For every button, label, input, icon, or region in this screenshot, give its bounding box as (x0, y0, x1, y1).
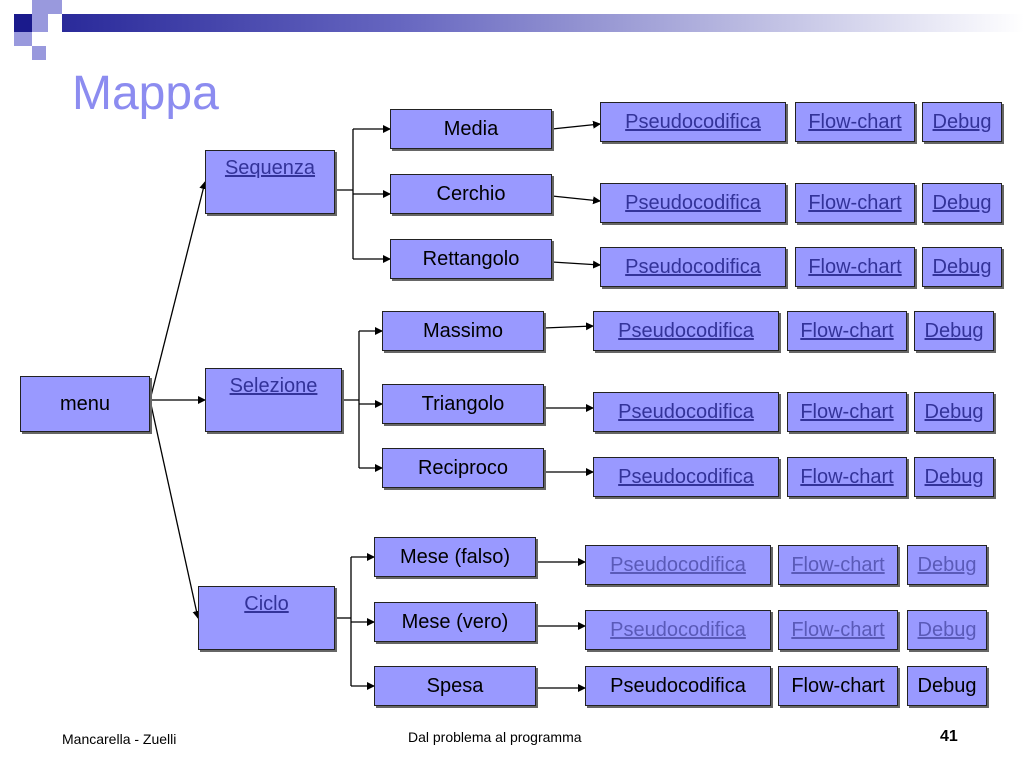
corner-square-dark-1 (14, 14, 32, 32)
mese-falso-flowchart-link[interactable]: Flow-chart (778, 545, 898, 585)
header-gradient-bar (62, 14, 1024, 32)
mese-vero-debug-link[interactable]: Debug (907, 610, 987, 650)
spesa-pseudocodifica-link[interactable]: Pseudocodifica (585, 666, 771, 706)
slide-title: Mappa (72, 67, 219, 120)
corner-square-light-2 (48, 0, 62, 14)
cerchio-flowchart-link[interactable]: Flow-chart (795, 183, 915, 223)
reciproco-pseudocodifica-link[interactable]: Pseudocodifica (593, 457, 779, 497)
cerchio-debug-link[interactable]: Debug (922, 183, 1002, 223)
item-to-pseudocodifica-arrow (551, 260, 601, 269)
item-media[interactable]: Media (390, 109, 552, 149)
item-cerchio[interactable]: Cerchio (390, 174, 552, 214)
rettangolo-pseudocodifica-link[interactable]: Pseudocodifica (600, 247, 786, 287)
item-mese-falso[interactable]: Mese (falso) (374, 537, 536, 577)
cerchio-pseudocodifica-link[interactable]: Pseudocodifica (600, 183, 786, 223)
rettangolo-flowchart-link[interactable]: Flow-chart (795, 247, 915, 287)
item-triangolo[interactable]: Triangolo (382, 384, 544, 424)
item-spesa[interactable]: Spesa (374, 666, 536, 706)
mese-falso-pseudocodifica-link[interactable]: Pseudocodifica (585, 545, 771, 585)
mese-vero-flowchart-link[interactable]: Flow-chart (778, 610, 898, 650)
triangolo-debug-link[interactable]: Debug (914, 392, 994, 432)
spesa-debug-link[interactable]: Debug (907, 666, 987, 706)
footer-page-number: 41 (940, 728, 958, 745)
corner-square-light-5 (32, 46, 46, 60)
footer-authors: Mancarella - Zuelli (62, 731, 177, 747)
media-pseudocodifica-link[interactable]: Pseudocodifica (600, 102, 786, 142)
item-massimo[interactable]: Massimo (382, 311, 544, 351)
reciproco-debug-link[interactable]: Debug (914, 457, 994, 497)
menu-to-ciclo-arrow (149, 399, 201, 619)
reciproco-flowchart-link[interactable]: Flow-chart (787, 457, 907, 497)
category-sequenza[interactable]: Sequenza (205, 150, 335, 214)
mese-vero-pseudocodifica-link[interactable]: Pseudocodifica (585, 610, 771, 650)
menu-to-sequenza-arrow (149, 181, 208, 401)
massimo-pseudocodifica-link[interactable]: Pseudocodifica (593, 311, 779, 351)
item-to-pseudocodifica-arrow (551, 120, 601, 130)
triangolo-pseudocodifica-link[interactable]: Pseudocodifica (593, 392, 779, 432)
media-debug-link[interactable]: Debug (922, 102, 1002, 142)
triangolo-flowchart-link[interactable]: Flow-chart (787, 392, 907, 432)
massimo-flowchart-link[interactable]: Flow-chart (787, 311, 907, 351)
media-flowchart-link[interactable]: Flow-chart (795, 102, 915, 142)
item-reciproco[interactable]: Reciproco (382, 448, 544, 488)
mese-falso-debug-link[interactable]: Debug (907, 545, 987, 585)
corner-square-light-3 (32, 14, 48, 32)
menu-box[interactable]: menu (20, 376, 150, 432)
spesa-flowchart-link[interactable]: Flow-chart (778, 666, 898, 706)
category-ciclo[interactable]: Ciclo (198, 586, 335, 650)
category-selezione[interactable]: Selezione (205, 368, 342, 432)
item-mese-vero[interactable]: Mese (vero) (374, 602, 536, 642)
corner-square-light-1 (32, 0, 48, 14)
massimo-debug-link[interactable]: Debug (914, 311, 994, 351)
footer-course: Dal problema al programma (408, 729, 582, 745)
item-to-pseudocodifica-arrow (543, 322, 594, 331)
item-to-pseudocodifica-arrow (551, 195, 601, 205)
corner-square-light-4 (14, 32, 32, 46)
rettangolo-debug-link[interactable]: Debug (922, 247, 1002, 287)
item-rettangolo[interactable]: Rettangolo (390, 239, 552, 279)
